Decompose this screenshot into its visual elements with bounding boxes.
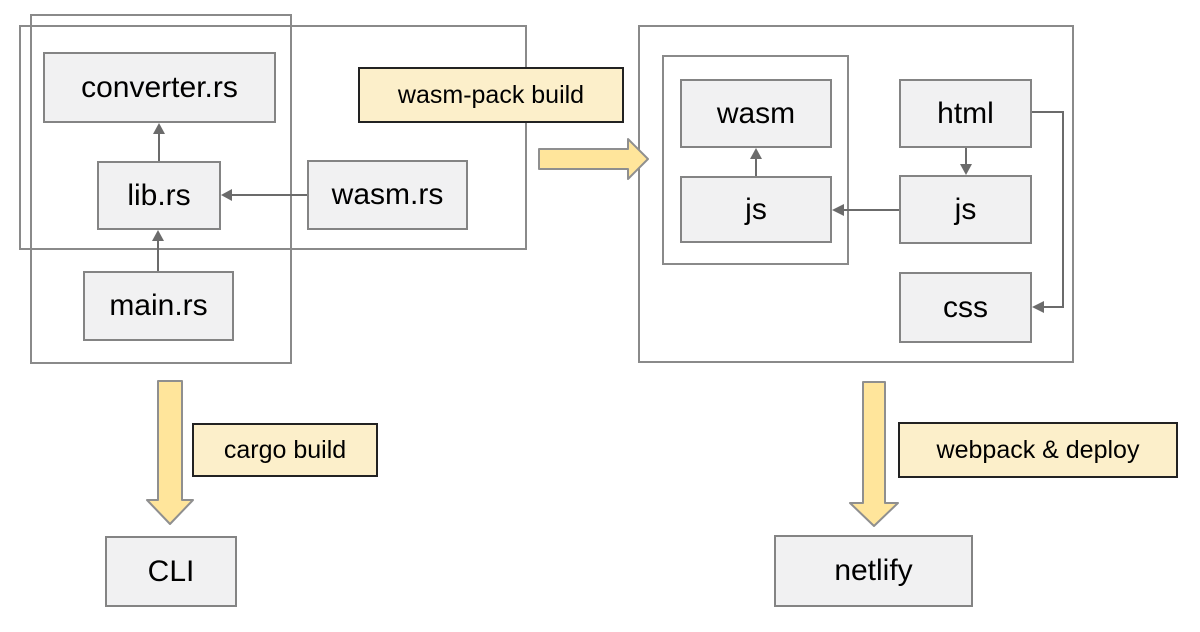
connector-jssource-to-jsbundle <box>832 204 899 216</box>
node-js-bundle: js <box>680 176 832 243</box>
node-js-source: js <box>899 175 1032 244</box>
node-converter-rs-label: converter.rs <box>81 70 238 104</box>
node-cli-label: CLI <box>147 554 195 588</box>
node-converter-rs: converter.rs <box>43 52 276 123</box>
label-wasm-pack-build-text: wasm-pack build <box>397 80 585 109</box>
node-wasm-label: wasm <box>716 96 796 130</box>
node-css: css <box>899 272 1032 343</box>
label-cargo-build: cargo build <box>192 423 378 477</box>
label-wasm-pack-build: wasm-pack build <box>358 67 624 123</box>
node-wasm-rs: wasm.rs <box>307 160 468 230</box>
connector-main-to-lib <box>152 230 164 271</box>
node-main-rs: main.rs <box>83 271 234 341</box>
node-netlify-label: netlify <box>834 554 913 587</box>
label-cargo-build-text: cargo build <box>223 435 347 464</box>
group-rust-crate-front <box>19 25 527 250</box>
node-lib-rs: lib.rs <box>97 161 221 230</box>
flow-arrow-webpack <box>849 381 899 527</box>
node-netlify: netlify <box>774 535 973 607</box>
node-wasm-rs-label: wasm.rs <box>331 178 444 211</box>
node-main-rs-label: main.rs <box>109 289 208 322</box>
node-html-label: html <box>937 96 994 130</box>
node-lib-rs-label: lib.rs <box>127 178 191 212</box>
group-wasm-js-bundle <box>662 55 849 265</box>
label-webpack-deploy-text: webpack & deploy <box>936 435 1140 464</box>
node-js-source-label: js <box>954 192 977 226</box>
connector-js-to-wasm <box>750 148 762 176</box>
node-cli: CLI <box>105 536 237 607</box>
connector-lib-to-converter <box>153 123 165 161</box>
node-html: html <box>899 79 1032 148</box>
group-rust-crate-back <box>30 14 292 364</box>
connector-html-to-css <box>1032 111 1064 313</box>
flow-arrow-wasm-pack <box>538 138 649 180</box>
flow-arrow-cargo <box>146 380 194 525</box>
node-wasm: wasm <box>680 79 832 148</box>
connector-wasmrs-to-lib <box>221 189 307 201</box>
group-web-app <box>638 25 1074 363</box>
label-webpack-deploy: webpack & deploy <box>898 422 1178 478</box>
connector-html-to-js <box>960 148 972 175</box>
node-js-bundle-label: js <box>745 192 767 226</box>
node-css-label: css <box>943 290 988 324</box>
